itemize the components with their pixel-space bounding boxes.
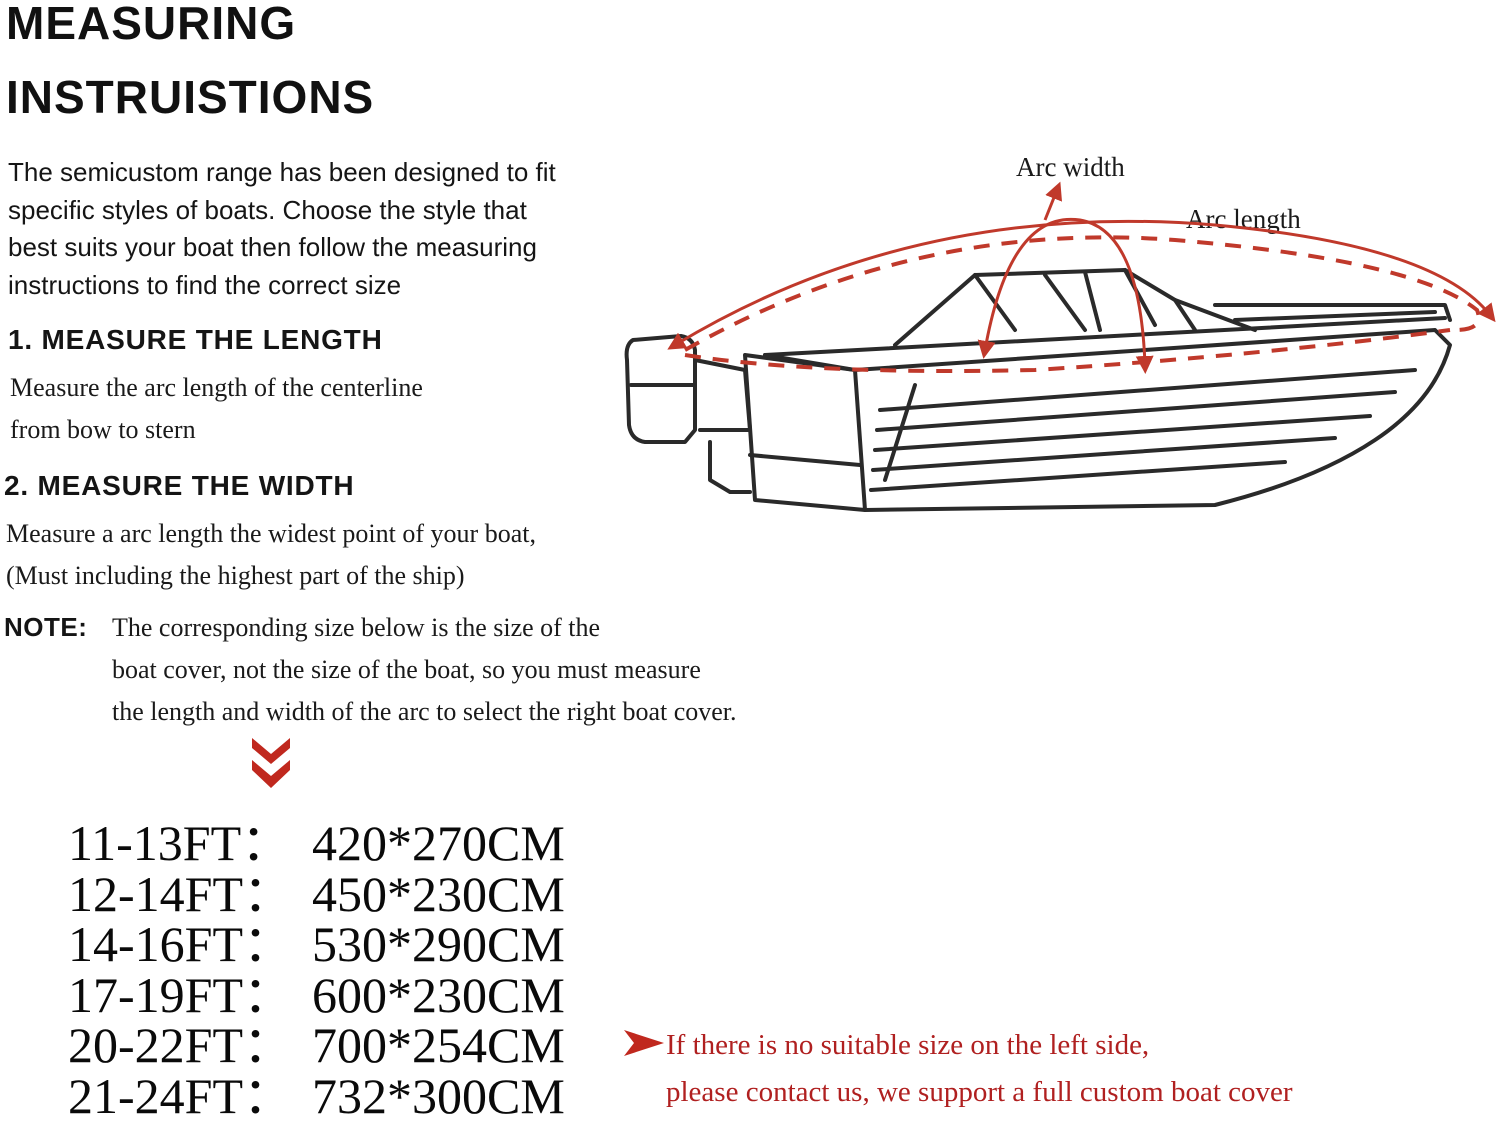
size-cm: 700*254CM (312, 1017, 565, 1073)
page-title-line-2: INSTRUISTIONS (6, 71, 375, 123)
custom-size-line: If there is no suitable size on the left… (666, 1029, 1150, 1061)
size-row: 14-16FT： 530*290CM (68, 919, 565, 970)
arc-length-path (684, 235, 1481, 352)
note-body: The corresponding size below is the size… (112, 607, 737, 733)
size-row: 12-14FT： 450*230CM (68, 865, 565, 922)
note-line: boat cover, not the size of the boat, so… (112, 655, 701, 684)
size-feet: 12-14FT： (68, 865, 293, 922)
intro-line: The semicustom range has been designed t… (8, 157, 556, 187)
double-chevron-down-icon (252, 738, 290, 788)
size-cm: 600*230CM (312, 966, 565, 1023)
intro-line: specific styles of boats. Choose the sty… (8, 194, 527, 225)
note-label: NOTE: (4, 612, 88, 642)
size-row: 20-22FT： 700*254CM (68, 1020, 565, 1071)
intro-paragraph: The semicustom range has been designed t… (8, 154, 708, 304)
arc-width-pointer (1043, 181, 1063, 221)
step1-line: Measure the arc length of the centerline (10, 373, 423, 402)
size-feet: 17-19FT： (68, 966, 293, 1023)
size-cm: 530*290CM (312, 916, 565, 972)
arc-width-label: Arc width (1016, 152, 1125, 182)
step1-body: Measure the arc length of the centerline… (10, 367, 423, 451)
step2-line: (Must including the highest part of the … (6, 561, 465, 590)
size-feet: 14-16FT： (68, 916, 293, 972)
step1-heading: 1. MEASURE THE LENGTH (8, 324, 383, 355)
size-cm: 450*230CM (312, 865, 565, 922)
intro-line: best suits your boat then follow the mea… (8, 232, 537, 262)
step1-line: from bow to stern (10, 415, 196, 444)
size-feet: 20-22FT： (68, 1017, 293, 1073)
size-feet: 21-24FT： (68, 1067, 293, 1124)
arrow-right-icon (624, 1030, 664, 1056)
size-row: 17-19FT： 600*230CM (68, 966, 565, 1023)
size-table: 11-13FT： 420*270CM 12-14FT： 450*230CM 14… (68, 818, 565, 1121)
arc-width-arrow (977, 217, 1154, 374)
arc-length-arrow (667, 219, 1496, 350)
step2-heading: 2. MEASURE THE WIDTH (4, 470, 355, 501)
size-cm: 732*300CM (312, 1067, 565, 1124)
size-cm: 420*270CM (312, 815, 565, 871)
step2-line: Measure a arc length the widest point of… (6, 519, 536, 548)
boat-diagram (624, 181, 1496, 512)
step2-body: Measure a arc length the widest point of… (6, 513, 536, 597)
custom-size-line: please contact us, we support a full cus… (666, 1076, 1293, 1108)
intro-line: instructions to find the correct size (8, 269, 402, 300)
note-line: the length and width of the arc to selec… (112, 697, 737, 726)
size-row: 21-24FT： 732*300CM (68, 1067, 565, 1124)
note-line: The corresponding size below is the size… (112, 613, 601, 642)
page-title-line-1: MEASURING (6, 0, 297, 49)
size-feet: 11-13FT： (68, 815, 292, 871)
size-row: 11-13FT： 420*270CM (68, 818, 565, 869)
custom-size-note: If there is no suitable size on the left… (666, 1022, 1293, 1116)
